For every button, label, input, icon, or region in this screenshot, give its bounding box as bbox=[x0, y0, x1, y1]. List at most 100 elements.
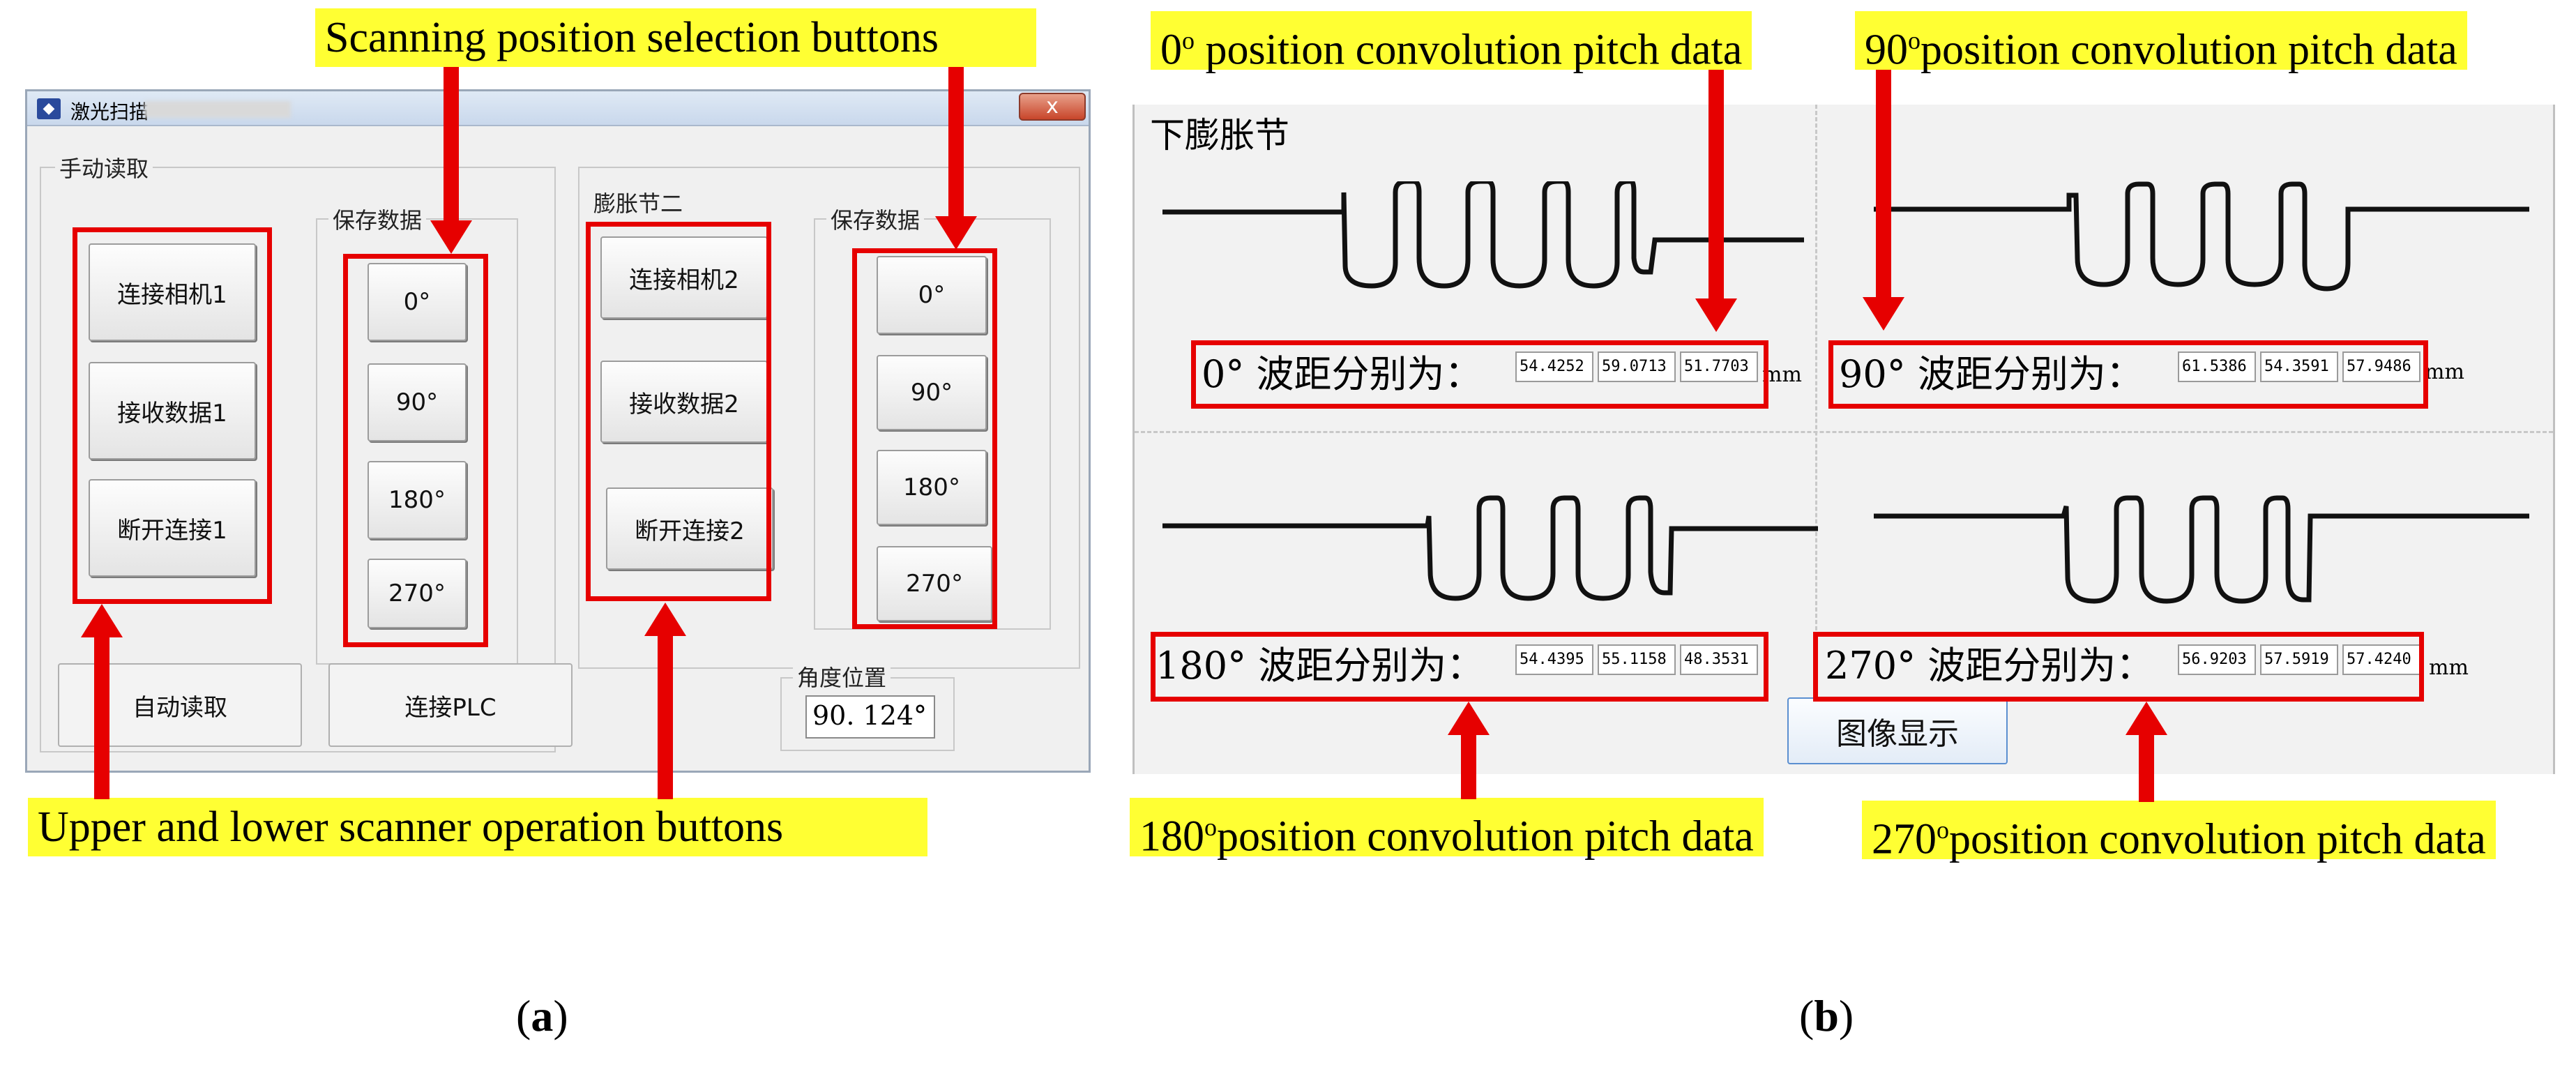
arrow-head-pitch-270 bbox=[2126, 702, 2167, 735]
receive-data-1-button[interactable]: 接收数据1 bbox=[89, 362, 256, 460]
caption-a-letter: a bbox=[531, 991, 554, 1040]
arrow-to-pitch-0 bbox=[1709, 70, 1724, 300]
callout-pitch-270-sup: o bbox=[1937, 816, 1949, 844]
callout-pitch-270-text: position convolution pitch data bbox=[1949, 815, 2486, 863]
close-button[interactable]: x bbox=[1019, 93, 1086, 121]
pitch-270-value-3[interactable]: 57.4240 bbox=[2342, 644, 2420, 675]
caption-b: (b) bbox=[1799, 991, 1854, 1040]
save-180-button-2[interactable]: 180° bbox=[877, 450, 987, 525]
waveform-180 bbox=[1162, 495, 1818, 601]
receive-data-2-button[interactable]: 接收数据2 bbox=[600, 361, 768, 443]
callout-pitch-270: 270oposition convolution pitch data bbox=[1862, 801, 2496, 863]
pitch-label-270: 270° 波距分别为： bbox=[1825, 644, 2154, 688]
arrow-to-pitch-180 bbox=[1461, 732, 1476, 799]
highlight-pitch-0 bbox=[1191, 340, 1768, 409]
highlight-pitch-180 bbox=[1151, 632, 1768, 702]
arrow-to-positions-1 bbox=[444, 67, 459, 223]
pitch-0-value-3[interactable]: 51.7703 bbox=[1680, 351, 1758, 382]
callout-pitch-180-text: position convolution pitch data bbox=[1217, 812, 1754, 861]
pitch-90-unit: mm bbox=[2425, 360, 2464, 384]
panel-title: 下膨胀节 bbox=[1150, 115, 1289, 156]
connect-camera-2-button[interactable]: 连接相机2 bbox=[600, 236, 768, 319]
image-display-button[interactable]: 图像显示 bbox=[1787, 697, 2008, 764]
callout-scanner-ops: Upper and lower scanner operation button… bbox=[28, 798, 927, 856]
callout-pitch-180-deg: 180 bbox=[1139, 812, 1204, 861]
bellows-scan-panel: 下膨胀节 0° 波距分别为： 54.4252 59.0713 51.7703 m… bbox=[1132, 105, 2555, 774]
caption-a: (a) bbox=[516, 991, 568, 1040]
highlight-scanner1-buttons bbox=[73, 227, 272, 604]
pitch-90-value-2[interactable]: 54.3591 bbox=[2260, 351, 2338, 382]
callout-scan-select: Scanning position selection buttons bbox=[315, 8, 1036, 67]
pitch-label-90: 90° 波距分别为： bbox=[1839, 352, 2144, 396]
arrow-head-scanner2 bbox=[644, 603, 686, 636]
quadrant-divider-horizontal bbox=[1135, 431, 2553, 433]
manual-read-group-label: 手动读取 bbox=[55, 151, 153, 183]
callout-pitch-0-text: position convolution pitch data bbox=[1195, 26, 1743, 74]
disconnect-2-button[interactable]: 断开连接2 bbox=[606, 487, 773, 570]
disconnect-1-button[interactable]: 断开连接1 bbox=[89, 479, 256, 577]
callout-pitch-0-sup: o bbox=[1182, 27, 1195, 54]
app-icon: ◆ bbox=[37, 98, 61, 119]
waveform-0 bbox=[1162, 181, 1804, 289]
callout-pitch-90: 90oposition convolution pitch data bbox=[1855, 11, 2467, 74]
pitch-label-180: 180° 波距分别为： bbox=[1156, 644, 1485, 688]
pitch-90-value-1[interactable]: 61.5386 bbox=[2178, 351, 2256, 382]
pitch-0-value-1[interactable]: 54.4252 bbox=[1515, 351, 1593, 382]
pitch-180-value-1[interactable]: 54.4395 bbox=[1515, 644, 1593, 675]
pitch-0-unit: mm bbox=[1762, 363, 1802, 387]
callout-pitch-180: 180oposition convolution pitch data bbox=[1130, 798, 1764, 861]
quadrant-divider-vertical bbox=[1815, 105, 1817, 718]
blurred-title-text bbox=[144, 101, 291, 118]
pitch-180-value-2[interactable]: 55.1158 bbox=[1598, 644, 1676, 675]
save-data-group-2 bbox=[814, 218, 1051, 630]
arrow-to-scanner2 bbox=[658, 633, 673, 799]
callout-pitch-270-deg: 270 bbox=[1872, 815, 1937, 863]
save-180-button-1[interactable]: 180° bbox=[368, 461, 467, 539]
highlight-scanner2-buttons bbox=[586, 222, 771, 601]
save-90-button-1[interactable]: 90° bbox=[368, 363, 467, 441]
callout-pitch-90-deg: 90 bbox=[1865, 26, 1908, 74]
highlight-pitch-90 bbox=[1828, 340, 2428, 409]
connect-plc-button[interactable]: 连接PLC bbox=[328, 663, 573, 747]
callout-pitch-90-sup: o bbox=[1908, 27, 1920, 54]
highlight-positions-1 bbox=[343, 254, 488, 647]
arrow-to-pitch-90 bbox=[1876, 70, 1891, 300]
callout-pitch-90-text: position convolution pitch data bbox=[1920, 26, 2457, 74]
arrow-head-pitch-90 bbox=[1863, 297, 1904, 331]
angle-position-label: 角度位置 bbox=[793, 660, 891, 693]
laser-scan-dialog: ◆ 激光扫描 x 手动读取 保存数据 膨胀节二 保存数据 连接相机1 接收数据1… bbox=[25, 89, 1091, 773]
highlight-positions-2 bbox=[852, 248, 997, 629]
caption-b-letter: b bbox=[1814, 991, 1839, 1040]
highlight-pitch-270 bbox=[1813, 632, 2424, 702]
save-data-group-2-label: 保存数据 bbox=[826, 203, 925, 235]
save-data-group-1-label: 保存数据 bbox=[328, 203, 427, 235]
pitch-180-value-3[interactable]: 48.3531 bbox=[1680, 644, 1758, 675]
callout-pitch-0-deg: 0 bbox=[1160, 26, 1182, 74]
save-270-button-2[interactable]: 270° bbox=[877, 546, 992, 621]
arrow-head-positions-1 bbox=[430, 220, 472, 254]
manual-read-group bbox=[40, 167, 556, 752]
pitch-label-0: 0° 波距分别为： bbox=[1202, 352, 1483, 396]
arrow-head-scanner1 bbox=[81, 604, 123, 637]
dialog-titlebar: ◆ 激光扫描 x bbox=[27, 91, 1089, 126]
save-0-button-1[interactable]: 0° bbox=[368, 263, 467, 341]
connect-camera-1-button[interactable]: 连接相机1 bbox=[89, 243, 256, 341]
angle-value-field[interactable]: 90. 124° bbox=[805, 695, 935, 739]
save-0-button-2[interactable]: 0° bbox=[877, 256, 987, 334]
save-90-button-2[interactable]: 90° bbox=[877, 355, 987, 430]
bellows-2-group-label: 膨胀节二 bbox=[589, 186, 688, 218]
pitch-0-value-2[interactable]: 59.0713 bbox=[1598, 351, 1676, 382]
save-270-button-1[interactable]: 270° bbox=[368, 559, 467, 628]
pitch-90-value-3[interactable]: 57.9486 bbox=[2342, 351, 2420, 382]
arrow-to-pitch-270 bbox=[2139, 732, 2154, 802]
dialog-title: 激光扫描 bbox=[70, 100, 149, 123]
arrow-head-pitch-180 bbox=[1448, 702, 1490, 735]
pitch-270-unit: mm bbox=[2429, 656, 2469, 680]
arrow-head-pitch-0 bbox=[1695, 298, 1737, 332]
callout-pitch-180-sup: o bbox=[1204, 813, 1217, 841]
arrow-head-positions-2 bbox=[935, 216, 977, 250]
pitch-270-value-1[interactable]: 56.9203 bbox=[2178, 644, 2256, 675]
arrow-to-positions-2 bbox=[948, 67, 964, 220]
pitch-270-value-2[interactable]: 57.5919 bbox=[2260, 644, 2338, 675]
waveform-270 bbox=[1874, 495, 2529, 604]
